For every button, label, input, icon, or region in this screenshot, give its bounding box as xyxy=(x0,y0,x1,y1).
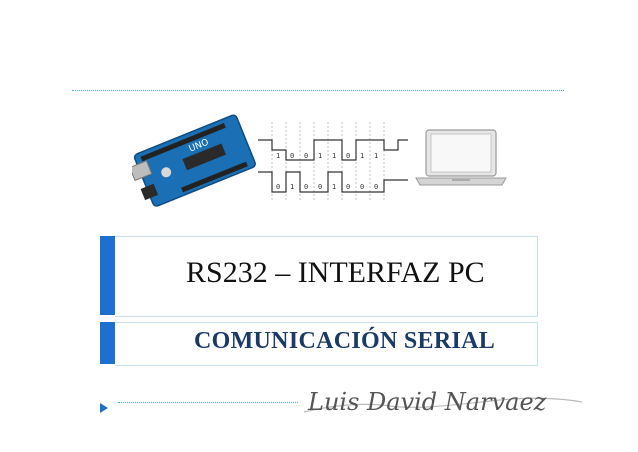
bottom-bit: 0 xyxy=(374,183,378,191)
arduino-board-icon: UNO xyxy=(132,114,256,207)
slide-title: RS232 – INTERFAZ PC xyxy=(186,256,485,289)
slide-subtitle: COMUNICACIÓN SERIAL xyxy=(194,328,496,354)
triangle-bullet-icon xyxy=(100,403,108,413)
laptop-icon xyxy=(415,129,507,186)
title-accent-bar xyxy=(100,236,115,315)
signature-text: Luis David Narvaez xyxy=(307,388,547,416)
bottom-bit: 1 xyxy=(332,183,336,191)
top-bit: 1 xyxy=(276,152,280,160)
bottom-bit: 0 xyxy=(346,183,350,191)
subtitle-box xyxy=(115,322,538,366)
bottom-bit: 0 xyxy=(304,183,308,191)
top-bit: 0 xyxy=(346,152,350,160)
serial-signal-diagram: 1 0 0 1 1 0 1 1 0 1 0 0 1 0 0 0 xyxy=(258,122,408,202)
author-signature: Luis David Narvaez xyxy=(303,388,583,416)
bottom-bit: 0 xyxy=(276,183,280,191)
top-bit: 1 xyxy=(332,152,336,160)
title-box xyxy=(115,236,538,317)
top-bit: 1 xyxy=(360,152,364,160)
bottom-divider xyxy=(118,402,298,403)
top-bit: 0 xyxy=(290,152,294,160)
bottom-bit: 0 xyxy=(318,183,322,191)
top-bit: 1 xyxy=(374,152,378,160)
top-bit: 0 xyxy=(304,152,308,160)
top-bit: 1 xyxy=(318,152,322,160)
bottom-bit: 0 xyxy=(360,183,364,191)
top-divider xyxy=(72,90,564,91)
subtitle-accent-bar xyxy=(100,322,115,364)
bottom-bit: 1 xyxy=(290,183,294,191)
